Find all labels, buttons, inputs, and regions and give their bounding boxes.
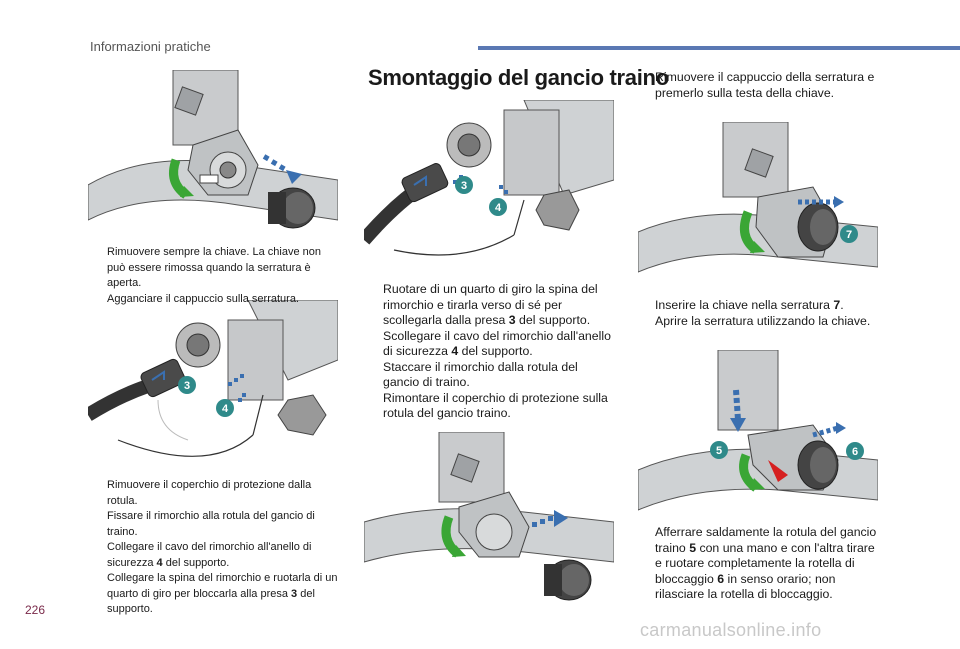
- list-item: Rimuovere il cappuccio della serratura e…: [655, 70, 875, 100]
- illustration-remove-ball: 5 6: [638, 350, 878, 515]
- watermark: carmanualsonline.info: [640, 620, 822, 640]
- list-item: Afferrare saldamente la rotula del ganci…: [655, 525, 877, 601]
- list-item: Ruotare di un quarto di giro la spina de…: [383, 282, 598, 327]
- col3-instructions-1: Rimuovere il cappuccio della serratura e…: [638, 70, 883, 101]
- list-item: Rimuovere sempre la chiave. La chiave no…: [107, 246, 322, 289]
- list-item: Staccare il rimorchio dalla rotula del g…: [383, 359, 578, 390]
- badge-wheel-6: 6: [852, 446, 858, 458]
- list-item: Fissare il rimorchio alla rotula del gan…: [107, 510, 315, 538]
- col1-instructions-1: Rimuovere sempre la chiave. La chiave no…: [90, 245, 340, 307]
- illustration-cap-on-lock: [88, 70, 338, 240]
- illustration-disconnect-plug: 3 4: [364, 100, 614, 270]
- list-item: Scollegare il cavo del rimorchio dall'an…: [383, 328, 611, 359]
- illustration-connect-plug: 3 4: [88, 300, 338, 470]
- list-item: Rimontare il coperchio di protezione sul…: [383, 390, 608, 421]
- section-title: Smontaggio del gancio traino: [368, 65, 669, 90]
- badge-socket-3: 3: [461, 180, 467, 192]
- col3-instructions-2: Inserire la chiave nella serratura 7. Ap…: [638, 298, 883, 329]
- header-bar: [478, 46, 960, 50]
- col2-instructions: Ruotare di un quarto di giro la spina de…: [366, 282, 614, 422]
- page-header-title: Informazioni pratiche: [90, 39, 211, 54]
- list-item: Aprire la serratura utilizzando la chiav…: [655, 313, 871, 328]
- badge-lock-7: 7: [846, 229, 852, 241]
- list-item: Collegare la spina del rimorchio e ruota…: [107, 572, 338, 615]
- col1-instructions-2: Rimuovere il coperchio di protezione dal…: [90, 478, 340, 618]
- badge-ring-4: 4: [495, 202, 502, 214]
- list-item: Agganciare il cappuccio sulla serratura.: [107, 292, 299, 305]
- list-item: Rimuovere il coperchio di protezione dal…: [107, 479, 312, 507]
- list-item: Inserire la chiave nella serratura 7.: [655, 298, 844, 312]
- badge-ring-4: 4: [222, 403, 229, 415]
- illustration-refit-cover: [364, 432, 614, 602]
- col3-instructions-3: Afferrare saldamente la rotula del ganci…: [638, 525, 883, 603]
- page-number: 226: [25, 603, 46, 617]
- badge-ball-5: 5: [716, 445, 722, 457]
- list-item: Collegare il cavo del rimorchio all'anel…: [107, 541, 312, 569]
- illustration-insert-key: 7: [638, 122, 878, 287]
- badge-socket-3: 3: [184, 380, 190, 392]
